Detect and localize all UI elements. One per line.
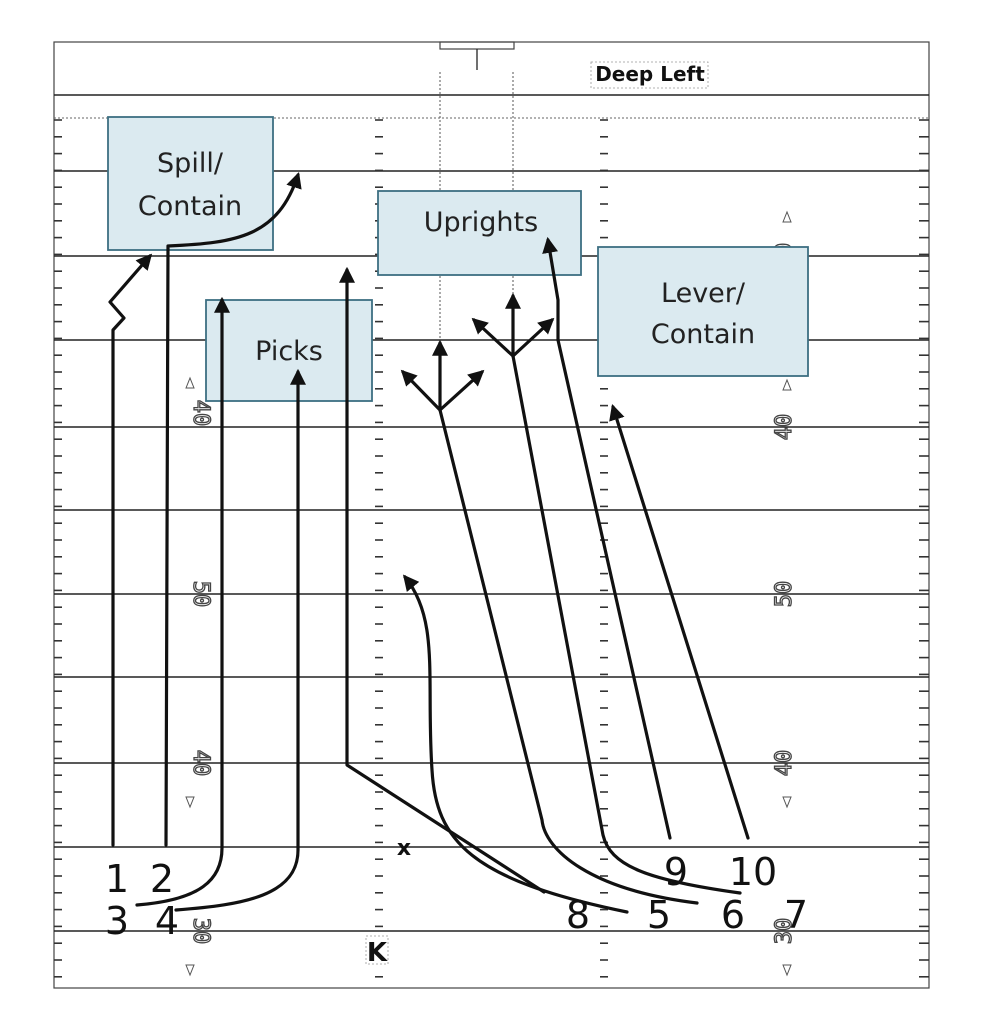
- route-1: [108, 253, 153, 847]
- kicker-marker: K: [367, 938, 388, 968]
- route-9: [542, 236, 672, 840]
- routes: [108, 171, 750, 914]
- route-10: [609, 403, 750, 840]
- zone-spill-line2: Contain: [138, 191, 242, 222]
- player-4: 4: [155, 899, 179, 943]
- route-4: [174, 368, 306, 912]
- deep-left-label: Deep Left: [595, 62, 705, 86]
- ball-marker: x: [397, 836, 411, 861]
- route-x: [402, 574, 629, 914]
- zone-spill-contain: Spill/ Contain: [107, 116, 274, 251]
- route-5: [438, 408, 699, 905]
- route-6-fork: [471, 292, 555, 358]
- zone-uprights: Uprights: [377, 190, 582, 276]
- player-5: 5: [647, 893, 671, 937]
- yard-number-right-3: 50: [772, 581, 797, 608]
- yard-number-left-3: 40: [188, 750, 213, 777]
- zone-spill-line1: Spill/: [157, 148, 224, 179]
- route-3: [135, 296, 230, 907]
- player-3: 3: [105, 899, 129, 943]
- yard-number-left-1: 40: [188, 400, 213, 427]
- zone-lever-contain: Lever/ Contain: [597, 246, 809, 377]
- yard-number-right-5: 30: [772, 918, 797, 945]
- route-5-fork: [400, 339, 485, 412]
- player-9: 9: [664, 850, 688, 894]
- zone-lever-line1: Lever/: [661, 278, 746, 309]
- player-2: 2: [150, 857, 174, 901]
- yard-number-left-2: 50: [188, 581, 213, 608]
- zone-uprights-label: Uprights: [424, 207, 538, 238]
- zone-lever-line2: Contain: [651, 319, 755, 350]
- player-1: 1: [105, 857, 129, 901]
- hash-marks: [54, 119, 929, 978]
- yard-number-right-4: 40: [772, 750, 797, 777]
- yard-number-left-4: 30: [188, 918, 213, 945]
- zone-picks-label: Picks: [255, 336, 323, 367]
- route-6: [511, 354, 742, 895]
- yard-number-right-2: 40: [772, 414, 797, 441]
- zone-picks: Picks: [205, 299, 373, 402]
- yard-numbers: 40 50 40 30 30 40 50 40 30: [187, 242, 797, 945]
- route-8: [339, 266, 546, 894]
- player-10: 10: [729, 850, 777, 894]
- player-6: 6: [721, 893, 745, 937]
- player-numbers: 1 2 3 4 5 6 7 8 9 10: [105, 850, 808, 943]
- player-7: 7: [784, 893, 808, 937]
- goal-post-icon: [439, 41, 515, 70]
- route-2: [164, 171, 302, 847]
- yard-direction-icons: [185, 210, 792, 977]
- player-8: 8: [566, 893, 590, 937]
